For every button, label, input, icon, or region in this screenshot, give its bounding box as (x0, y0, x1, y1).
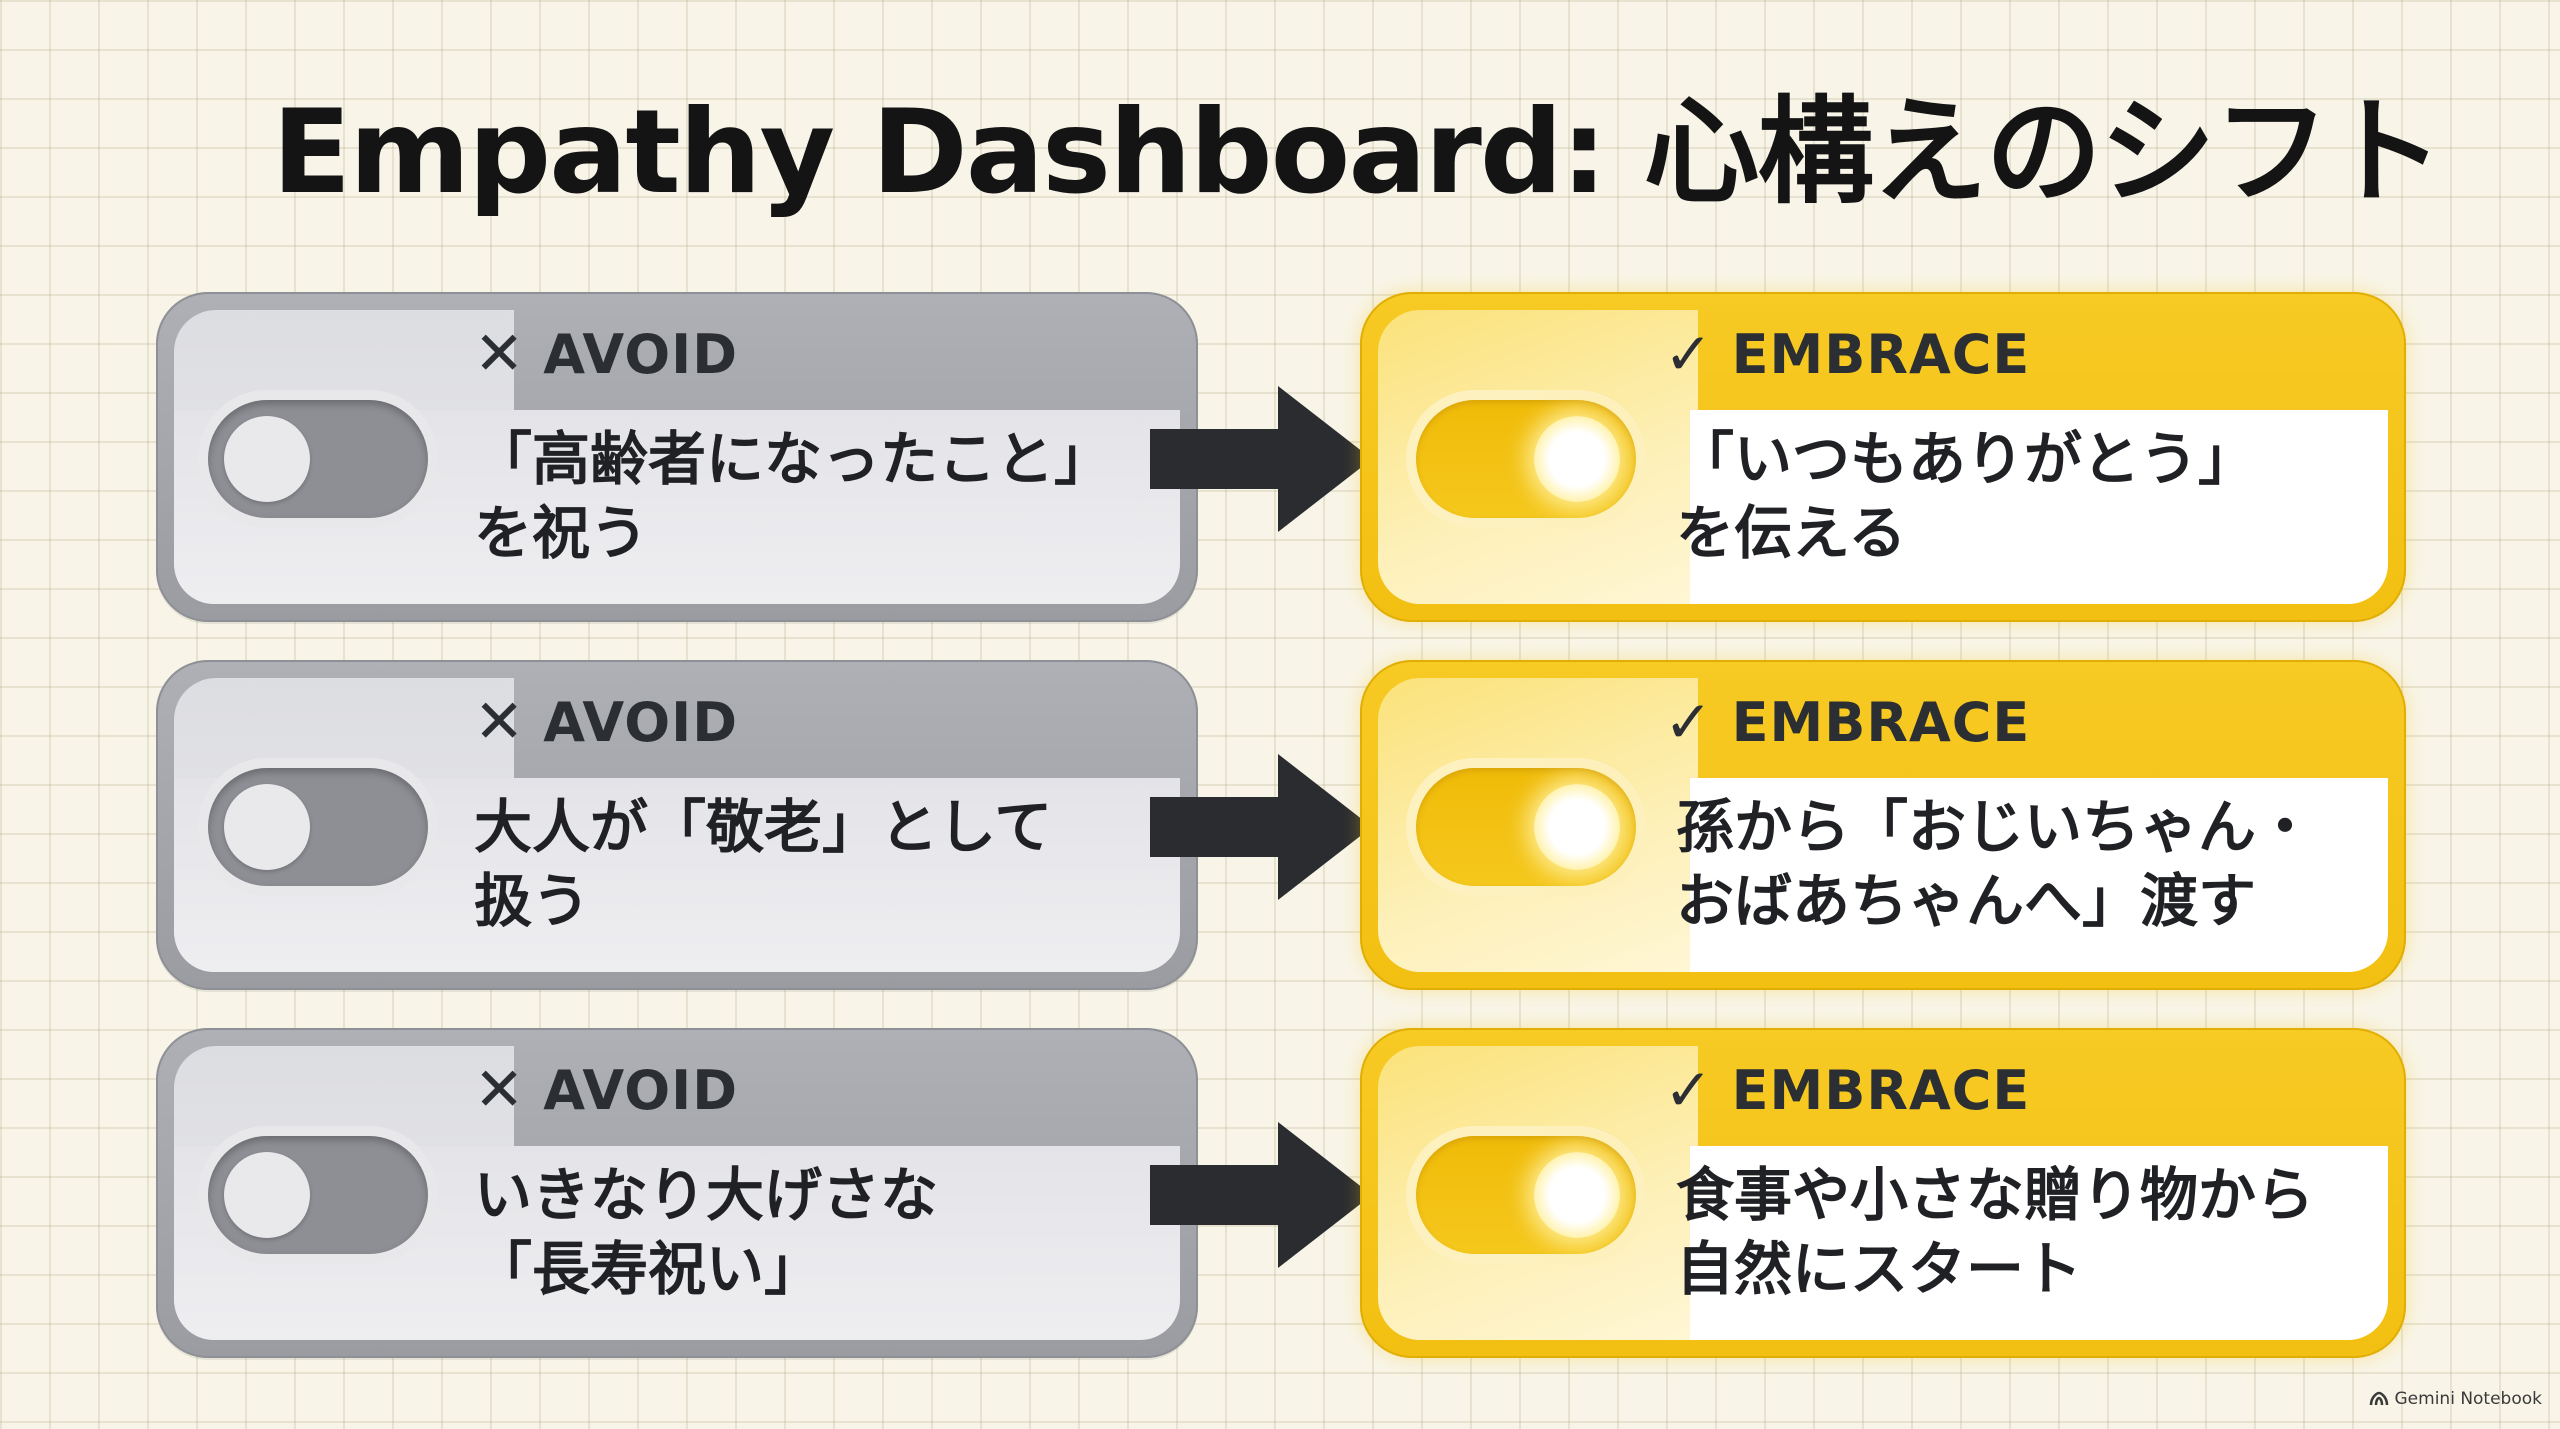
avoid-text: いきなり大げさな 「長寿祝い」 (474, 1161, 939, 1303)
footer-brand: Gemini Notebook (2369, 1389, 2542, 1409)
toggle-switch-off[interactable] (208, 400, 428, 518)
arrow-right-icon (1150, 754, 1372, 900)
toggle-switch-on[interactable] (1416, 768, 1636, 886)
embrace-label: ✓ EMBRACE (1664, 688, 2031, 756)
avoid-label: ✕ AVOID (474, 1055, 739, 1125)
avoid-card-1: ✕ AVOID 「高齢者になったこと」 を祝う (156, 292, 1198, 622)
avoid-card-2: ✕ AVOID 大人が「敬老」として 扱う (156, 660, 1198, 990)
page-title: Empathy Dashboard: 心構えのシフト (272, 85, 2444, 220)
toggle-switch-on[interactable] (1416, 1136, 1636, 1254)
avoid-text: 大人が「敬老」として 扱う (474, 793, 1053, 935)
avoid-label: ✕ AVOID (474, 687, 739, 757)
x-icon: ✕ (474, 687, 526, 757)
toggle-knob (224, 416, 310, 502)
toggle-knob (1534, 416, 1620, 502)
toggle-knob (224, 1152, 310, 1238)
embrace-text: 「いつもありがとう」 を伝える (1676, 425, 2257, 567)
notebook-logo-icon (2369, 1391, 2388, 1406)
toggle-knob (224, 784, 310, 870)
avoid-card-3: ✕ AVOID いきなり大げさな 「長寿祝い」 (156, 1028, 1198, 1358)
embrace-label: ✓ EMBRACE (1664, 1056, 2031, 1124)
avoid-label: ✕ AVOID (474, 319, 739, 389)
embrace-card-1: ✓ EMBRACE 「いつもありがとう」 を伝える (1360, 292, 2406, 622)
avoid-text: 「高齢者になったこと」 を祝う (474, 425, 1113, 567)
check-icon: ✓ (1664, 320, 1714, 388)
embrace-card-2: ✓ EMBRACE 孫から「おじいちゃん・ おばあちゃんへ」渡す (1360, 660, 2406, 990)
toggle-switch-on[interactable] (1416, 400, 1636, 518)
embrace-text: 孫から「おじいちゃん・ おばあちゃんへ」渡す (1676, 793, 2315, 935)
arrow-right-icon (1150, 1122, 1372, 1268)
check-icon: ✓ (1664, 1056, 1714, 1124)
arrow-right-icon (1150, 386, 1372, 532)
toggle-knob (1534, 784, 1620, 870)
toggle-switch-off[interactable] (208, 768, 428, 886)
embrace-label: ✓ EMBRACE (1664, 320, 2031, 388)
check-icon: ✓ (1664, 688, 1714, 756)
toggle-knob (1534, 1152, 1620, 1238)
toggle-switch-off[interactable] (208, 1136, 428, 1254)
x-icon: ✕ (474, 1055, 526, 1125)
embrace-text: 食事や小さな贈り物から 自然にスタート (1676, 1161, 2315, 1303)
embrace-card-3: ✓ EMBRACE 食事や小さな贈り物から 自然にスタート (1360, 1028, 2406, 1358)
x-icon: ✕ (474, 319, 526, 389)
